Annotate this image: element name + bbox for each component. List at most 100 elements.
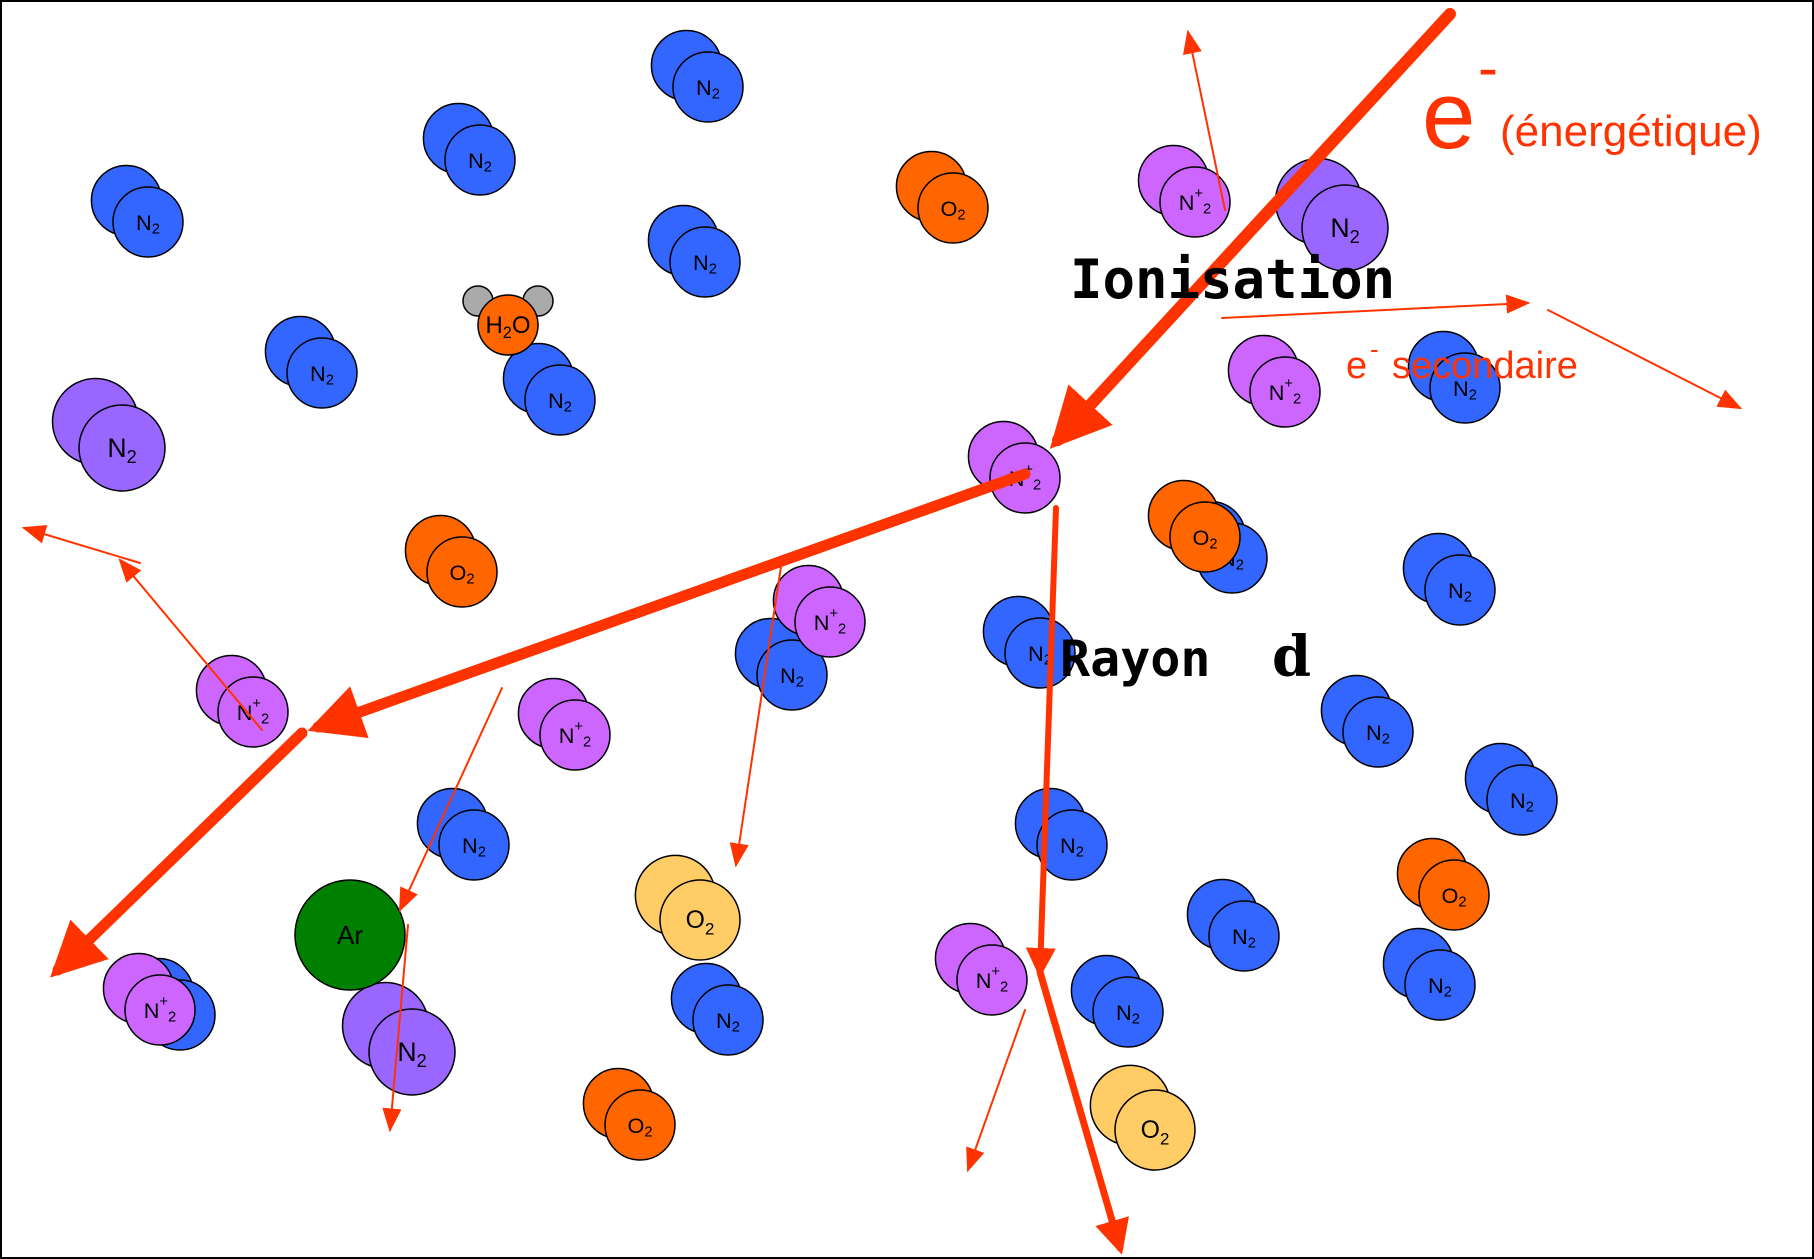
secondary-electron-superscript: - [1370,334,1379,364]
o2-light-molecule-1-atom-front [659,879,741,961]
o2-light-molecule-1: O2 [634,854,741,961]
o2-molecule-1-atom-front [917,172,989,244]
n2-molecule-1-formula: N2 [696,75,720,103]
argon-atom: Ar [294,879,406,991]
n2-ion-2-formula: N+2 [1269,376,1302,408]
water-formula: H2O [485,312,530,343]
n2-molecule-1-atom-front [672,51,744,123]
primary-electron-label: e - (énergétique) [1422,34,1762,169]
n2-molecule-11-formula: N2 [780,663,804,691]
excited-n2-molecule-2: N2 [51,377,166,492]
n2-molecule-4-formula: N2 [693,250,717,278]
n2-molecule-17-formula: N2 [1428,973,1452,1001]
o2-light-molecule-2: O2 [1089,1064,1196,1171]
n2-ion-8: N+2 [934,922,1028,1016]
n2-ion-6: N+2 [517,677,611,771]
recoil-arrow-4 [729,559,783,868]
n2-molecule-1: N2 [650,29,744,123]
n2-ion-2: N+2 [1227,334,1321,428]
secondary-electron-arrow-2 [1547,309,1743,410]
n2-molecule-20: N2 [1070,954,1164,1048]
excited-n2-molecule-2-atom-front [78,404,166,492]
n2-molecule-5-formula: N2 [310,361,334,389]
secondary-electron-symbol: e [1346,345,1367,387]
n2-molecule-2: N2 [422,102,516,196]
n2-molecule-9-atom-front [1424,554,1496,626]
secondary-electron-text: secondaire [1392,345,1578,387]
arrow-layer [21,8,1743,1255]
n2-molecule-17-atom-front [1404,949,1476,1021]
recoil-arrow-6 [382,924,409,1133]
recoil-arrow-1 [1182,29,1226,211]
n2-ion-7: N+2 [102,952,196,1046]
o2-molecule-1: O2 [895,150,989,244]
o2-molecule-2: O2 [404,514,498,608]
n2-molecule-20-formula: N2 [1116,1000,1140,1028]
o2-molecule-4: O2 [1396,837,1490,931]
electron-symbol: e [1422,62,1475,169]
n2-ion-4-formula: N+2 [814,606,847,638]
n2-molecule-16-atom-front [1208,900,1280,972]
o2-molecule-5-atom-front [604,1089,676,1161]
o2-molecule-3-atom-front [1169,501,1241,573]
argon-atom-sphere [294,879,406,991]
electron-superscript: - [1478,34,1498,101]
delta-ray-symbol: d [1272,624,1311,690]
n2-molecule-13-formula: N2 [1510,788,1534,816]
n2-molecule-17: N2 [1382,927,1476,1021]
n2-molecule-12-formula: N2 [1366,720,1390,748]
excited-n2-molecule-2-formula: N2 [107,433,136,467]
o2-light-molecule-1-formula: O2 [686,907,715,938]
recoil-arrow-3 [21,525,141,564]
n2-molecule-3: N2 [90,164,184,258]
argon-formula: Ar [337,920,363,950]
water-molecule: H2O [462,285,554,356]
n2-ion-5-atom-front [217,676,289,748]
n2-molecule-9: N2 [1402,532,1496,626]
n2-ion-8-atom-front [956,944,1028,1016]
o2-molecule-3-formula: O2 [1192,525,1217,553]
o2-molecule-5: O2 [582,1067,676,1161]
n2-molecule-12-atom-front [1342,696,1414,768]
scattered-electron-arrow-2 [50,727,308,978]
o2-molecule-4-formula: O2 [1441,883,1466,911]
n2-ion-7-formula: N+2 [144,994,177,1026]
n2-molecule-6: N2 [502,342,596,436]
n2-molecule-19: N2 [670,962,764,1056]
n2-molecule-7-atom-front [1429,352,1501,424]
n2-ion-2-atom-front [1249,356,1321,428]
n2-ion-6-formula: N+2 [559,719,592,751]
secondary-electron-label: e - secondaire [1346,334,1578,387]
ionisation-label: Ionisation [1070,248,1395,311]
oxygen-atom [477,294,539,356]
recoil-arrow-7 [966,1009,1026,1173]
recoil-arrow-2 [118,558,263,731]
excited-n2-molecule-3-atom-front [368,1008,456,1096]
n2-ion-1-atom-front [1159,166,1231,238]
n2-molecule-6-formula: N2 [548,388,572,416]
o2-molecule-1-formula: O2 [940,196,965,224]
excited-n2-molecule-3: N2 [341,981,456,1096]
n2-ion-7-atom-front [124,974,196,1046]
n2-molecule-4: N2 [647,204,741,298]
scattered-electron-arrow [307,468,1031,739]
n2-molecule-11-atom-front [756,639,828,711]
o2-molecule-2-formula: O2 [449,560,474,588]
excited-n2-molecule-1-formula: N2 [1330,213,1359,247]
n2-molecule-19-formula: N2 [716,1008,740,1036]
o2-light-molecule-2-atom-front [1114,1089,1196,1171]
n2-molecule-15-formula: N2 [1060,833,1084,861]
n2-molecule-16: N2 [1186,878,1280,972]
o2-light-molecule-2-formula: O2 [1141,1117,1170,1148]
delta-ray-label: Rayon d [1060,624,1311,690]
secondary-electron-arrow [1221,294,1531,319]
n2-molecule-3-atom-front [112,186,184,258]
n2-molecule-10-atom-front [1004,617,1076,689]
n2-molecule-19-atom-front [692,984,764,1056]
n2-ion-4-atom-front [794,586,866,658]
excited-n2-molecule-1-atom-front [1301,184,1389,272]
n2-molecule-15: N2 [1014,787,1108,881]
n2-molecule-4-atom-front [669,226,741,298]
n2-molecule-6-atom-front [524,364,596,436]
